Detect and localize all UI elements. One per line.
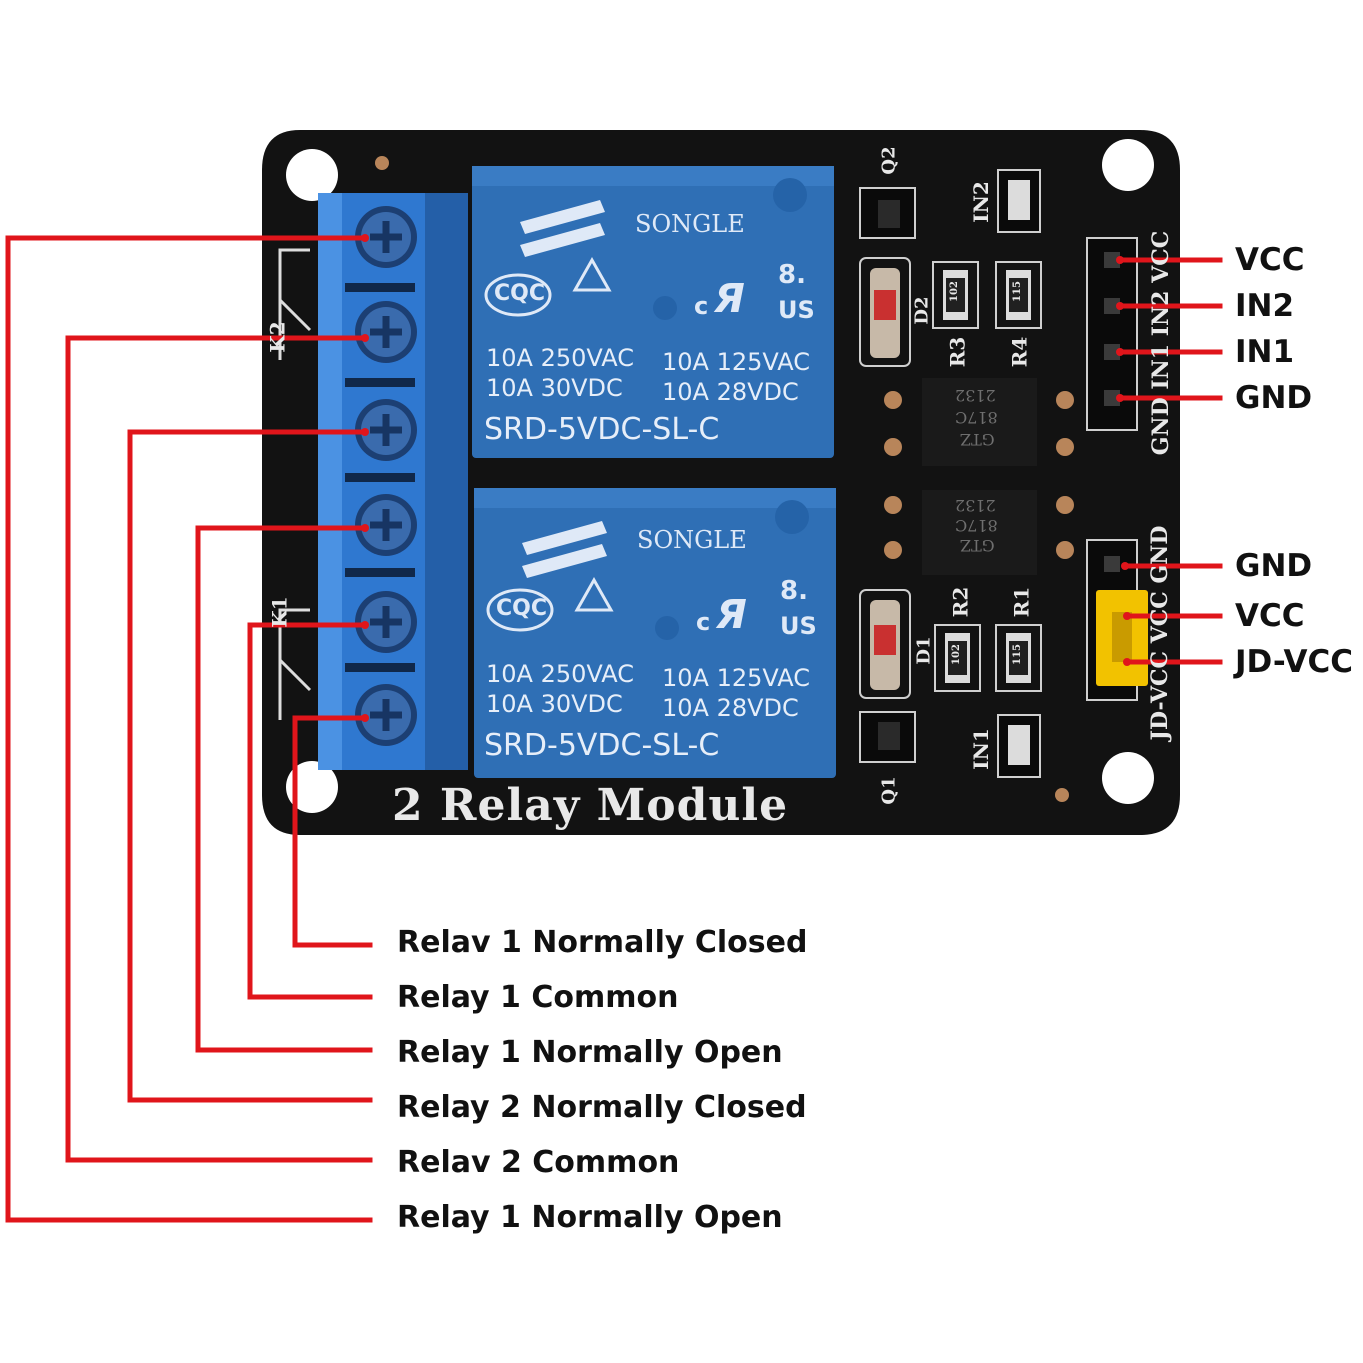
relay-top-spec-dc-1: 10A 30VDC [486, 374, 623, 402]
relay-top-model: SRD-5VDC-SL-C [484, 412, 720, 447]
mounting-hole-bottom-right [1102, 752, 1154, 804]
terminal-leader-dot-1 [361, 714, 369, 722]
relay-housing-top [472, 166, 834, 458]
silk-resistor-r1-code: 115 [1011, 644, 1023, 665]
mounting-hole-bottom-left [286, 761, 338, 813]
relay-top-rating: 8. [778, 260, 806, 290]
silk-r3: R3 [945, 336, 970, 368]
ul-mark-icon: Я [716, 592, 747, 638]
board-title: 2 Relay Module [392, 780, 789, 831]
terminal-leader-dot-3 [361, 524, 369, 532]
leader-lines [5, 235, 1223, 1223]
terminal-leader-6 [5, 235, 373, 1223]
relay-top: SONGLE CQC 8. c Я US 10A 250VAC 10A 125V… [472, 166, 832, 456]
relay-top-brand: SONGLE [635, 210, 745, 238]
silk-q1: Q1 [878, 776, 900, 805]
silk-in2: IN2 [968, 181, 993, 223]
silk-header-top: GND IN1 IN2 VCC [1148, 230, 1174, 456]
silk-d2: D2 [911, 296, 933, 325]
pin-leader-dot-4 [1116, 394, 1124, 402]
screw-5[interactable] [355, 591, 417, 653]
pin-label-gnd-power: GND [1235, 548, 1313, 584]
pin-label-vcc-power: VCC [1235, 598, 1305, 634]
terminal-leader-dot-5 [361, 334, 369, 342]
silk-resistor-r3-code: 102 [948, 281, 960, 302]
terminal-label-2: Relay 1 Common [397, 980, 679, 1015]
opto-bottom-line3: GTZ [960, 536, 995, 555]
relay-bottom-cqc: CQC [496, 596, 547, 621]
relay-bottom-spec-ac-1: 10A 250VAC [486, 660, 635, 688]
silk-resistor-r4-code: 115 [1011, 281, 1023, 302]
screw-1[interactable] [355, 206, 417, 268]
terminal-leader-5 [65, 335, 373, 1163]
silk-r2: R2 [948, 586, 973, 618]
screw-2[interactable] [355, 301, 417, 363]
pin-label-in1: IN1 [1235, 334, 1295, 370]
silk-r4: R4 [1007, 336, 1032, 368]
silk-resistor-r2-code: 102 [950, 644, 962, 665]
opto-top-line2: 817C [955, 408, 998, 427]
screw-terminal-block [318, 193, 468, 770]
silk-k1: K1 [267, 596, 292, 628]
relay-housing-bottom [474, 488, 836, 778]
screw-6[interactable] [355, 684, 417, 746]
relay-bottom: SONGLE CQC 8. c Я US 10A 250VAC 10A 125V… [474, 488, 834, 778]
terminal-leader-4 [127, 429, 373, 1103]
leader-endpoints [361, 234, 1131, 722]
pin-leader-dot-3 [1116, 348, 1124, 356]
opto-top-line3: GTZ [960, 430, 995, 449]
relay-top-spec-dc-2: 10A 28VDC [662, 378, 799, 406]
terminal-leader-1 [292, 715, 373, 948]
terminal-leader-dot-4 [361, 428, 369, 436]
relay-top-ul-c: c [694, 292, 709, 320]
terminal-label-5: Relav 2 Common [397, 1145, 680, 1180]
pin-label-in2: IN2 [1235, 288, 1295, 324]
pin-leader-dot-6 [1123, 612, 1131, 620]
relay-bottom-ul-c: c [696, 608, 711, 636]
mounting-hole-top-right [1102, 139, 1154, 191]
silk-d1: D1 [913, 636, 935, 665]
relay-top-spec-ac-2: 10A 125VAC [662, 348, 811, 376]
relay-bottom-spec-ac-2: 10A 125VAC [662, 664, 811, 692]
pin-label-jd-vcc: JD-VCC [1235, 644, 1353, 680]
terminal-leader-3 [195, 525, 373, 1053]
terminal-label-3: Relay 1 Normally Open [397, 1035, 783, 1070]
relay-top-ul-us: US [778, 296, 815, 324]
relay-top-cqc: CQC [494, 281, 545, 306]
silk-q2: Q2 [878, 146, 900, 175]
silk-k2: K2 [265, 321, 290, 353]
silk-header-bottom: JD-VCC VCC GND [1147, 525, 1173, 741]
mounting-hole-top-left [286, 149, 338, 201]
opto-bottom-line2: 817C [955, 516, 998, 535]
components [859, 169, 1148, 778]
ul-mark-icon: Я [714, 276, 745, 322]
opto-top-line1: 2132 [955, 386, 996, 405]
terminal-label-6: Relay 1 Normally Open [397, 1200, 783, 1235]
silk-in1: IN1 [968, 728, 993, 770]
pin-label-vcc: VCC [1235, 242, 1305, 278]
pin-leader-dot-7 [1123, 658, 1131, 666]
screw-4[interactable] [355, 494, 417, 556]
terminal-leader-2 [247, 622, 373, 1000]
relay-bottom-brand: SONGLE [637, 526, 747, 554]
screw-3[interactable] [355, 399, 417, 461]
terminal-label-1: Relav 1 Normally Closed [397, 925, 808, 960]
pin-leader-dot-2 [1116, 302, 1124, 310]
relay-bottom-spec-dc-2: 10A 28VDC [662, 694, 799, 722]
pin-label-gnd: GND [1235, 380, 1313, 416]
terminal-label-4: Relay 2 Normally Closed [397, 1090, 807, 1125]
relay-bottom-ul-us: US [780, 612, 817, 640]
pin-leader-dot-5 [1121, 562, 1129, 570]
terminal-leader-dot-6 [361, 234, 369, 242]
pin-leader-dot-1 [1116, 256, 1124, 264]
relay-bottom-spec-dc-1: 10A 30VDC [486, 690, 623, 718]
silk-r1: R1 [1009, 586, 1034, 618]
relay-bottom-model: SRD-5VDC-SL-C [484, 728, 720, 763]
opto-bottom-line1: 2132 [955, 496, 996, 515]
relay-bottom-rating: 8. [780, 576, 808, 606]
terminal-leader-dot-2 [361, 621, 369, 629]
relay-top-spec-ac-1: 10A 250VAC [486, 344, 635, 372]
